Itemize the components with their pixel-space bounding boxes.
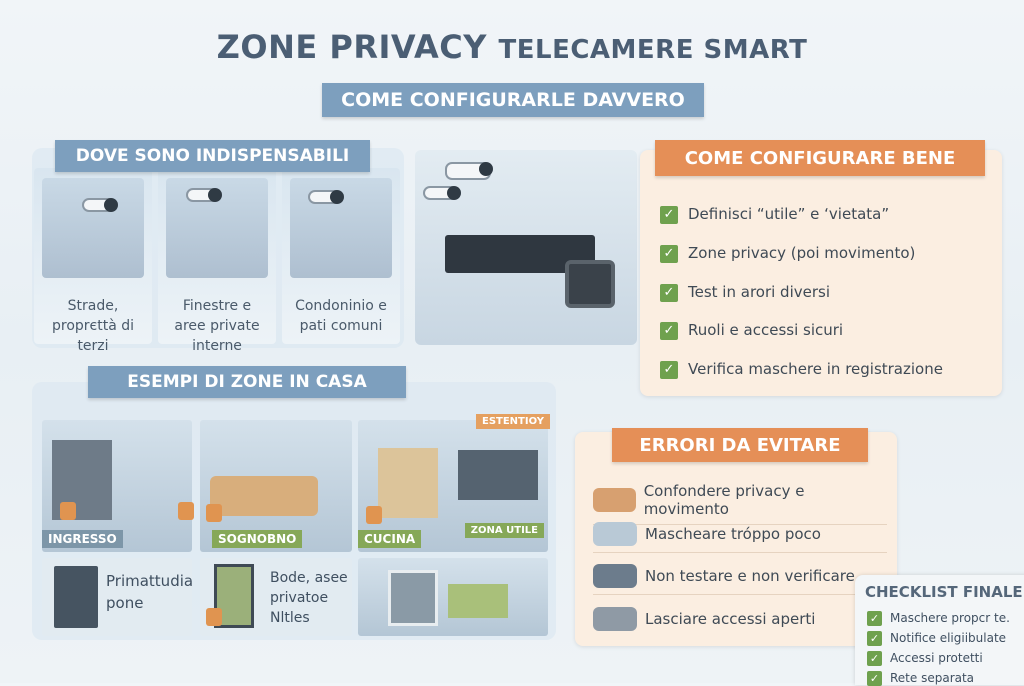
checklist-item-label: Rete separata: [890, 671, 975, 685]
checklist-item: ✓ Notifice eligiibulate: [867, 631, 1006, 646]
tag-extension: ESTENTIOY: [476, 414, 550, 429]
sofa: [210, 476, 318, 516]
lock-icon: [593, 564, 637, 588]
lock-icon: [593, 607, 637, 631]
checklist-item: ✓ Maschere propcr te.: [867, 611, 1010, 626]
building-illustration: [290, 178, 392, 278]
errors-heading: ERRORI DA EVITARE: [612, 428, 868, 462]
door-icon: [54, 566, 98, 628]
configure-item-label: Verifica maschere in registrazione: [688, 360, 943, 378]
car-icon: [593, 488, 636, 512]
configure-item-label: Definisci “utile” e ‘vietata”: [688, 205, 890, 223]
where-panel: Strade, proprєttà di terzi Finestre e ar…: [32, 148, 404, 354]
checklist-heading: CHECKLIST FINALE: [865, 583, 1023, 601]
error-item: Confondere privacy e movimento: [593, 482, 887, 525]
check-icon: ✓: [867, 631, 882, 646]
check-icon: ✓: [660, 360, 678, 379]
garden-image: [358, 558, 548, 636]
error-item: Lasciare accessi aperti: [593, 607, 887, 637]
configure-item: ✓ Definisci “utile” e ‘vietata”: [660, 205, 889, 224]
error-item-label: Mascheare tróppo poco: [645, 525, 821, 543]
where-card-label: Strade, proprєttà di terzi: [51, 298, 134, 354]
where-card-label: Condoninio e pati comuni: [295, 298, 387, 334]
camera-icon: [186, 188, 222, 202]
checklist-item-label: Accessi protetti: [890, 651, 983, 665]
where-heading: DOVE SONO INDISPENSABILI: [55, 140, 370, 172]
check-icon: ✓: [660, 321, 678, 340]
checklist-item-label: Notifice eligiibulate: [890, 631, 1007, 645]
error-item-label: Confondere privacy e movimento: [643, 482, 805, 518]
where-card-label: Finestre e aree private interne: [174, 298, 260, 354]
entrance-image: INGRESSO: [42, 420, 194, 552]
window: [458, 450, 538, 500]
checklist-item: ✓ Accessi protetti: [867, 651, 983, 666]
tag-soggiorno: SOGNOBNO: [212, 530, 303, 548]
checklist-item: ✓ Rete separata: [867, 671, 974, 686]
door-card: Primattudia pone: [42, 558, 194, 636]
lock-icon: [60, 502, 76, 520]
check-icon: ✓: [867, 671, 882, 686]
check-icon: ✓: [867, 651, 882, 666]
title-secondary: TELECAMERE SMART: [498, 35, 808, 65]
where-card: Strade, proprєttà di terzi: [34, 168, 152, 354]
mask-icon: [593, 522, 637, 546]
title-main: ZONE PRIVACY: [216, 28, 487, 66]
page-title: ZONE PRIVACY TELECAMERE SMART: [0, 28, 1024, 66]
lock-icon: [178, 502, 194, 520]
configure-item: ✓ Verifica maschere in registrazione: [660, 360, 943, 379]
window-card: Bode, asee privatoe Nltles: [200, 558, 352, 636]
configure-item: ✓ Zone privacy (poi movimento): [660, 244, 915, 263]
tag-zona-utile: ZONA UTILE: [464, 523, 544, 538]
examples-panel: INGRESSO SOGNOBNO CUCINA ZONA UTILE ESTE…: [32, 382, 556, 640]
examples-heading: ESEMPI DI ZONE IN CASA: [88, 366, 406, 398]
error-item-label: Lasciare accessi aperti: [645, 610, 816, 628]
configure-item: ✓ Ruoli e accessi sicuri: [660, 321, 843, 340]
configure-item-label: Test in arori diversi: [688, 283, 831, 301]
error-item-label: Non testare e non verificare: [645, 567, 855, 585]
where-card: Condoninio e pati comuni: [282, 168, 400, 344]
checklist-item-label: Maschere propcr te.: [890, 611, 1010, 625]
glass-door: [388, 570, 438, 626]
lock-icon: [206, 504, 222, 522]
configure-item-label: Zone privacy (poi movimento): [688, 244, 916, 262]
cabinet: [378, 448, 438, 518]
window-illustration: [166, 178, 268, 278]
error-item: Mascheare tróppo poco: [593, 522, 887, 553]
lock-icon: [366, 506, 382, 524]
example-text: Bode, asee privatoe Nltles: [270, 570, 348, 626]
camera-icon: [82, 198, 118, 212]
error-item: Non testare e non verificare: [593, 564, 887, 595]
where-card: Finestre e aree private interne: [158, 168, 276, 354]
dvr-illustration: [415, 150, 637, 345]
check-icon: ✓: [867, 611, 882, 626]
configure-heading: COME CONFIGURARE BENE: [655, 140, 985, 176]
tag-cucina: CUCINA: [358, 530, 422, 548]
camera-icon: [445, 162, 493, 180]
living-room-image: SOGNOBNO: [200, 420, 352, 552]
configure-item-label: Ruoli e accessi sicuri: [688, 321, 844, 339]
gauge-icon: [565, 260, 615, 308]
configure-panel: ✓ Definisci “utile” e ‘vietata” ✓ Zone pri…: [640, 150, 1002, 396]
camera-icon: [308, 190, 344, 204]
checklist-panel: CHECKLIST FINALE ✓ Maschere propcr te. ✓ N…: [855, 575, 1024, 686]
garden: [448, 584, 508, 618]
check-icon: ✓: [660, 244, 678, 263]
check-icon: ✓: [660, 283, 678, 302]
example-text: Primattudia pone: [106, 572, 194, 612]
subtitle-ribbon: COME CONFIGURARLE DAVVERO: [322, 83, 704, 117]
errors-panel: Confondere privacy e movimento Mascheare…: [575, 432, 897, 646]
kitchen-image: CUCINA ZONA UTILE: [358, 420, 548, 552]
lock-icon: [206, 608, 222, 626]
check-icon: ✓: [660, 205, 678, 224]
configure-item: ✓ Test in arori diversi: [660, 283, 830, 302]
camera-icon: [423, 186, 461, 200]
tag-ingresso: INGRESSO: [42, 530, 123, 548]
house-illustration: [42, 178, 144, 278]
